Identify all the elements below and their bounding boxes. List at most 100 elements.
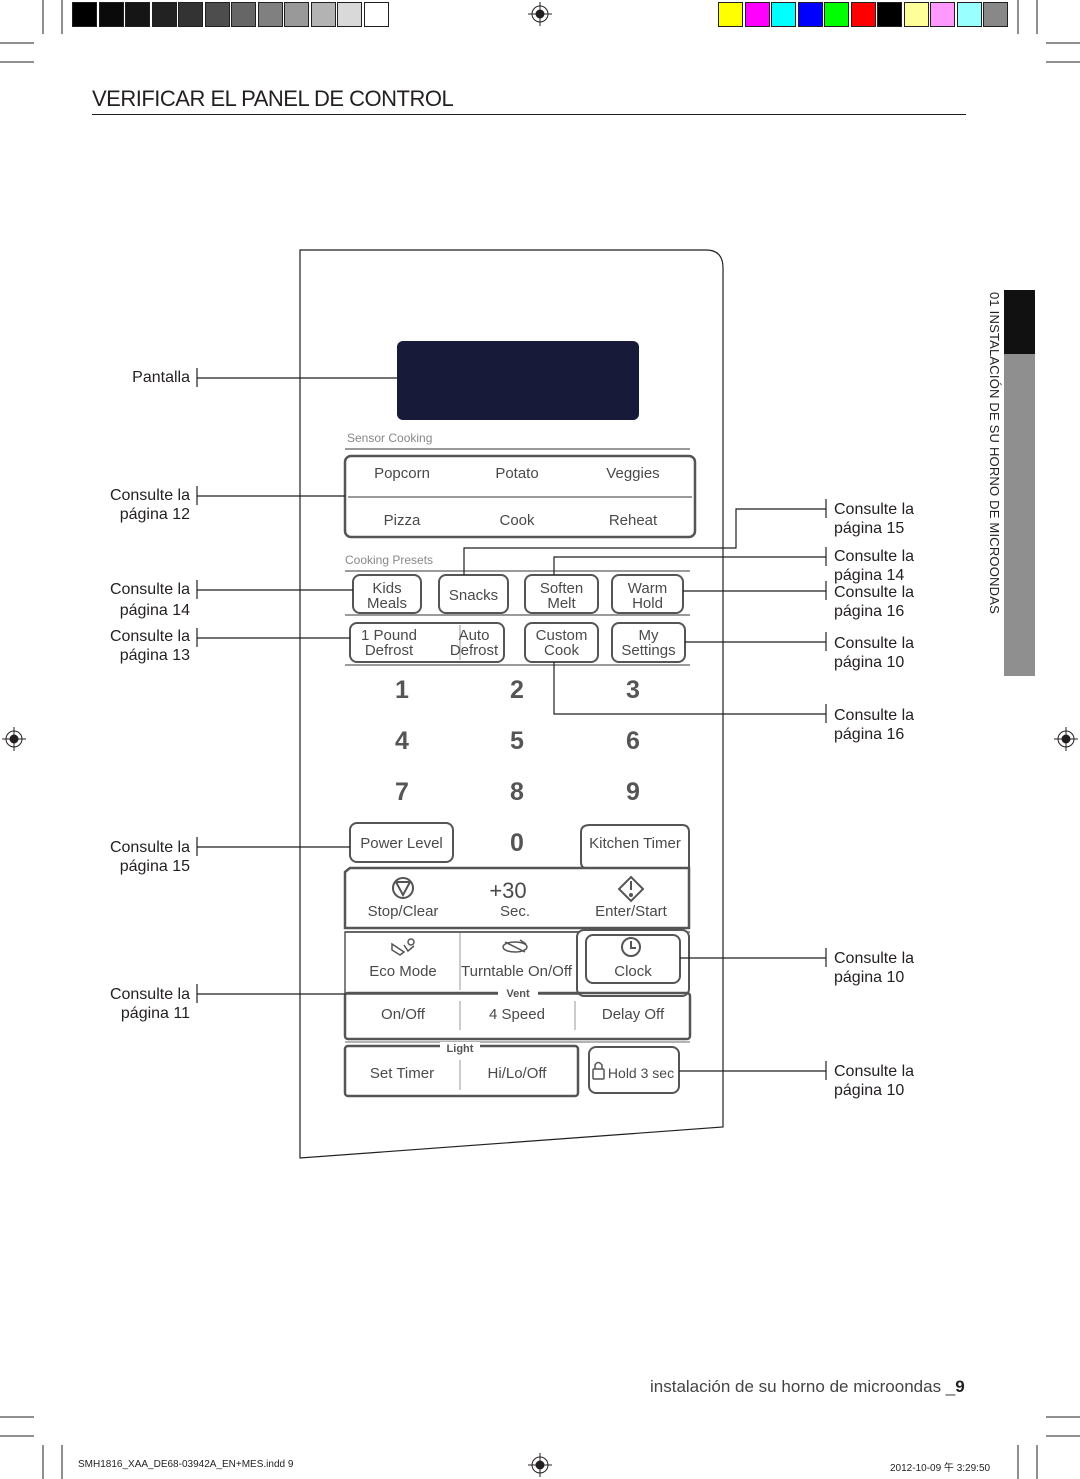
plus30-sec-label: Sec. [499, 903, 530, 920]
registration-mark-bottom [528, 1453, 552, 1477]
registration-mark-top [528, 2, 552, 26]
color-swatch [771, 2, 796, 27]
eco-mode-key[interactable]: Eco Mode [369, 963, 437, 980]
digit-5-key[interactable]: 5 [510, 727, 524, 755]
light-label: Light [440, 1042, 480, 1057]
digit-6-key[interactable]: 6 [626, 727, 640, 755]
eco-mode-icon [391, 938, 415, 956]
color-swatch [956, 2, 982, 27]
kids-meals-button [352, 574, 422, 614]
set-timer-key[interactable]: Set Timer [369, 1065, 435, 1082]
light-hi-lo-off-key[interactable]: Hi/Lo/Off [487, 1065, 547, 1082]
chapter-tab-marker [1004, 290, 1035, 354]
hold-button [588, 1046, 680, 1094]
digit-8-key[interactable]: 8 [510, 778, 524, 806]
power-level-button [349, 822, 454, 863]
digit-2-key[interactable]: 2 [510, 676, 524, 704]
stop-clear-key[interactable]: Stop/Clear [367, 903, 439, 920]
registration-mark-left [2, 727, 26, 751]
reheat-key[interactable]: Reheat [608, 512, 658, 529]
grayscale-swatch [363, 2, 389, 27]
color-swatch [877, 2, 902, 27]
lock-icon [592, 1061, 605, 1080]
grayscale-swatch [257, 2, 283, 27]
clock-button [585, 934, 681, 984]
vent-on-off-key[interactable]: On/Off [381, 1006, 425, 1023]
hold-3-sec-key[interactable]: Hold 3 sec [607, 1065, 675, 1081]
grayscale-swatch [98, 2, 124, 27]
digit-0-key[interactable]: 0 [510, 829, 524, 857]
start-stop-box [343, 866, 691, 930]
digit-7-key[interactable]: 7 [395, 778, 409, 806]
soften-melt-button [524, 574, 599, 614]
pizza-key[interactable]: Pizza [383, 512, 421, 529]
grayscale-swatch [284, 2, 309, 27]
grayscale-swatch [151, 2, 177, 27]
panel-outline [299, 249, 724, 1159]
chapter-tab-label: 01 INSTALACIÓN DE SU HORNO DE MICROONDAS [987, 292, 1002, 614]
vent-label: Vent [498, 987, 538, 1002]
veggies-key[interactable]: Veggies [606, 465, 660, 482]
custom-cook-button [524, 622, 599, 663]
kitchen-timer-key[interactable]: Kitchen Timer [589, 835, 681, 852]
color-swatch [903, 2, 929, 27]
grayscale-swatch [125, 2, 150, 27]
power-level-key[interactable]: Power Level [360, 835, 443, 852]
defrost-button [349, 622, 505, 663]
digit-9-key[interactable]: 9 [626, 778, 640, 806]
color-swatch [930, 2, 955, 27]
turntable-icon [502, 939, 528, 953]
enter-start-key[interactable]: Enter/Start [595, 903, 667, 920]
clock-key[interactable]: Clock [614, 963, 652, 980]
digit-1-key[interactable]: 1 [395, 676, 409, 704]
digit-3-key[interactable]: 3 [626, 676, 640, 704]
vent-4-speed-key[interactable]: 4 Speed [489, 1006, 545, 1023]
color-swatch [850, 2, 876, 27]
color-swatch [718, 2, 743, 27]
print-file-info: SMH1816_XAA_DE68-03942A_EN+MES.indd 9 [78, 1459, 294, 1470]
clock-icon [621, 937, 641, 957]
title-underline [92, 114, 966, 115]
grayscale-swatch [204, 2, 230, 27]
chapter-tab: 01 INSTALACIÓN DE SU HORNO DE MICROONDAS [980, 290, 1036, 676]
grayscale-swatch [337, 2, 362, 27]
cook-key[interactable]: Cook [499, 512, 535, 529]
popcorn-key[interactable]: Popcorn [374, 465, 430, 482]
display-screen [397, 341, 639, 420]
color-swatch [797, 2, 823, 27]
warm-hold-button [611, 574, 684, 614]
digit-4-key[interactable]: 4 [395, 727, 409, 755]
plus30-key[interactable]: +30 [489, 878, 527, 903]
vent-delay-off-key[interactable]: Delay Off [601, 1006, 665, 1023]
cooking-presets-label: Cooking Presets [345, 553, 434, 567]
registration-mark-right [1054, 727, 1078, 751]
color-swatch [824, 2, 849, 27]
grayscale-swatch [310, 2, 336, 27]
print-date-info: 2012-10-09 午 3:29:50 [890, 1463, 991, 1474]
potato-key[interactable]: Potato [495, 465, 539, 482]
page-number: 9 [955, 1377, 965, 1396]
sensor-cooking-label: Sensor Cooking [347, 431, 433, 445]
snacks-key[interactable]: Snacks [448, 587, 499, 604]
turntable-key[interactable]: Turntable On/Off [461, 963, 572, 980]
